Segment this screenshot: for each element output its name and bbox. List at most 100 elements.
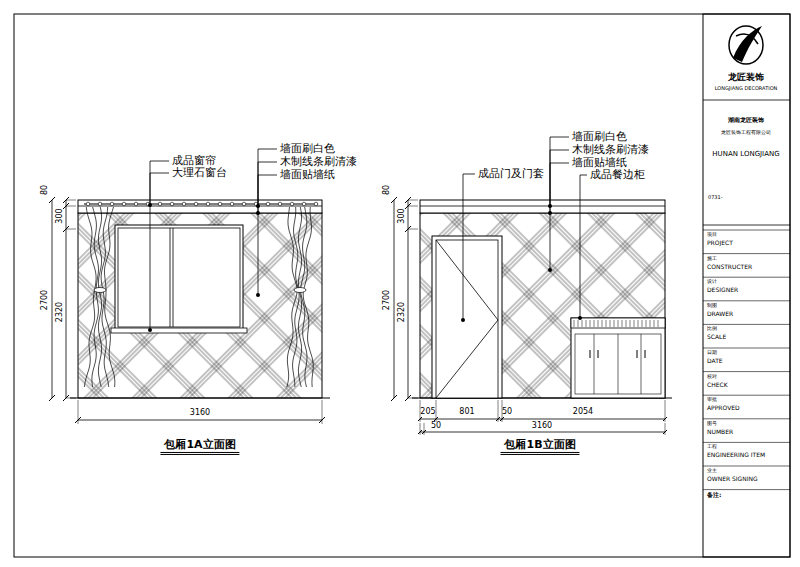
dimension-tick (391, 197, 397, 203)
sideboard-slat (574, 320, 575, 327)
title-block-rule (703, 225, 790, 226)
leader-line (150, 161, 169, 205)
curtain-ring (266, 202, 270, 206)
leader-line (258, 149, 277, 206)
curtain-ring (302, 202, 306, 206)
extension-line (665, 423, 666, 435)
company-text: HUNAN LONGJIANG (712, 151, 779, 159)
dimension-value: 80 (41, 185, 50, 195)
extension-line (408, 200, 418, 201)
wallpaper-wall (420, 213, 665, 398)
company-name: 龙匠装饰 (728, 73, 764, 83)
sheet-border (14, 14, 790, 557)
curtain-fold (101, 207, 109, 387)
company-text: 龙匠装饰工程有限公司 (721, 130, 771, 136)
title-block-rule (703, 371, 790, 372)
title-block-field-cn: 校对 (707, 374, 717, 380)
sideboard-slat (658, 320, 659, 327)
dimension-value: 300 (398, 208, 407, 223)
company-text: 0731- (708, 195, 723, 201)
notes-heading: 备注: (707, 492, 721, 499)
extension-line (408, 398, 418, 399)
sideboard-door-frame (575, 334, 661, 394)
company-text: 湖南龙匠装饰 (728, 117, 764, 124)
dimension-tick (496, 417, 500, 421)
title-block-field: CHECK (707, 381, 728, 388)
leader-line (550, 137, 569, 206)
title-block-rule (703, 230, 790, 231)
extension-line (66, 200, 76, 201)
view-title: 包厢1B立面图 (500, 439, 579, 455)
curtain-ring (98, 202, 102, 206)
callout-text: 木制线条刷清漆 (280, 156, 357, 168)
sideboard-slat (578, 320, 579, 327)
dimension-value: 80 (383, 185, 392, 195)
title-block-field-cn: 设计 (707, 279, 717, 285)
sideboard-handle (637, 350, 638, 358)
callout-text: 墙面刷白色 (572, 131, 627, 143)
dimension-line (420, 432, 665, 433)
callout-text: 墙面刷白色 (280, 143, 335, 155)
window-inner-frame (118, 228, 240, 327)
logo-swoosh (733, 26, 762, 62)
title-block-rule (703, 348, 790, 349)
sideboard-slat (594, 320, 595, 327)
cornice (78, 200, 322, 213)
curtain-ring (242, 202, 246, 206)
curtain-fold (92, 207, 99, 387)
wallpaper-wall (78, 213, 322, 398)
title-block-field-cn: 工程 (707, 445, 717, 451)
logo-ring (729, 26, 763, 64)
title-block-rule (703, 324, 790, 325)
sideboard-door-line (594, 334, 595, 394)
sideboard-handle (598, 350, 599, 358)
curtain-ring (134, 202, 138, 206)
door-leaf (436, 240, 498, 398)
dimension-tick (500, 417, 504, 421)
dimension-tick (663, 417, 667, 421)
dimension-tick (418, 417, 422, 421)
dimension-value: 2054 (573, 408, 593, 417)
leader-dot (548, 268, 552, 272)
callout-text: 墙面贴墙纸 (572, 157, 627, 169)
extension-line (424, 423, 425, 435)
title-block-field: APPROVED (707, 405, 740, 412)
sideboard-door-line (641, 334, 642, 394)
dimension-value: 50 (502, 408, 512, 417)
dimension-line (420, 419, 665, 420)
sideboard-slat (642, 320, 643, 327)
leader-line (580, 175, 587, 318)
sideboard-top (571, 318, 665, 328)
curtain-ring (230, 202, 234, 206)
curtain-ring (170, 202, 174, 206)
curtain-ring (86, 202, 90, 206)
callout-text: 成品窗帘 (172, 155, 216, 167)
title-block-field-cn: 项目 (707, 232, 717, 238)
view-title: 包厢1A立面图 (160, 439, 239, 455)
title-block-rule (703, 277, 790, 278)
callout-text: 成品餐边柜 (590, 169, 645, 181)
title-block-field-cn: 业主 (707, 468, 717, 474)
title-block-border (703, 14, 790, 557)
title-block-field-cn: 日期 (707, 350, 717, 356)
curtain-tieback (294, 288, 306, 293)
cornice (420, 200, 665, 213)
title-block-field-cn: 制图 (707, 303, 717, 309)
dimension-tick (49, 197, 55, 203)
curtain-fold (104, 207, 114, 387)
title-block-field: NUMBER (707, 429, 733, 436)
sideboard-slat (650, 320, 651, 327)
dimension-value: 300 (56, 208, 65, 223)
leader-dot (578, 316, 582, 320)
title-block-field-cn: 比例 (707, 327, 717, 333)
sideboard-slat (590, 320, 591, 327)
leader-dot (148, 328, 152, 332)
callout-text: 成品门及门套 (478, 168, 544, 180)
extension-line (408, 229, 418, 230)
sideboard-slat (610, 320, 611, 327)
title-block-rule (703, 253, 790, 254)
leader-dot (461, 318, 465, 322)
leader-line (550, 163, 569, 270)
